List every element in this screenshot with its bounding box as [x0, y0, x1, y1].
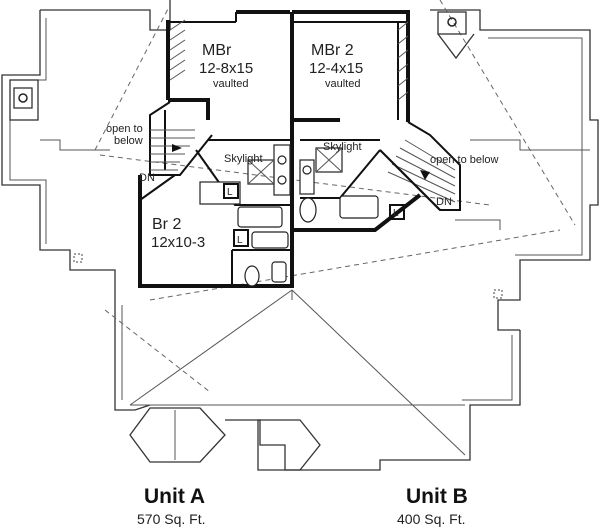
marker-left [73, 253, 83, 263]
mbr2-note: vaulted [325, 78, 360, 90]
linen-closet-3: L [393, 208, 399, 219]
open-to-below-left-1: open to [106, 123, 143, 135]
mbr2-name: MBr 2 [311, 42, 354, 59]
unit-a-title: Unit A [144, 485, 205, 508]
br2-name: Br 2 [152, 216, 181, 233]
skylight-right: Skylight [323, 141, 362, 153]
vent-left-icon [9, 79, 39, 121]
mbr-note: vaulted [213, 78, 248, 90]
open-to-below-right: open to below [430, 154, 499, 166]
unit-a-walls [138, 10, 294, 288]
vent-right-icon [437, 11, 475, 60]
dn-right: DN [436, 196, 452, 208]
unit-a-area: 570 Sq. Ft. [137, 511, 205, 527]
roof-outline [1, 0, 599, 471]
mbr-dims: 12-8x15 [199, 60, 253, 77]
marker-right [493, 289, 503, 299]
dn-left: DN [139, 172, 155, 184]
open-to-below-left-2: below [114, 135, 143, 147]
linen-closet-2: L [237, 235, 243, 246]
mbr2-dims: 12-4x15 [309, 60, 363, 77]
unit-b-area: 400 Sq. Ft. [397, 511, 465, 527]
skylight-left: Skylight [224, 153, 263, 165]
unit-b-title: Unit B [406, 485, 468, 508]
mbr-name: MBr [202, 42, 232, 59]
linen-closet-1: L [227, 187, 233, 198]
br2-dims: 12x10-3 [151, 234, 205, 251]
unit-b-walls [292, 10, 461, 232]
